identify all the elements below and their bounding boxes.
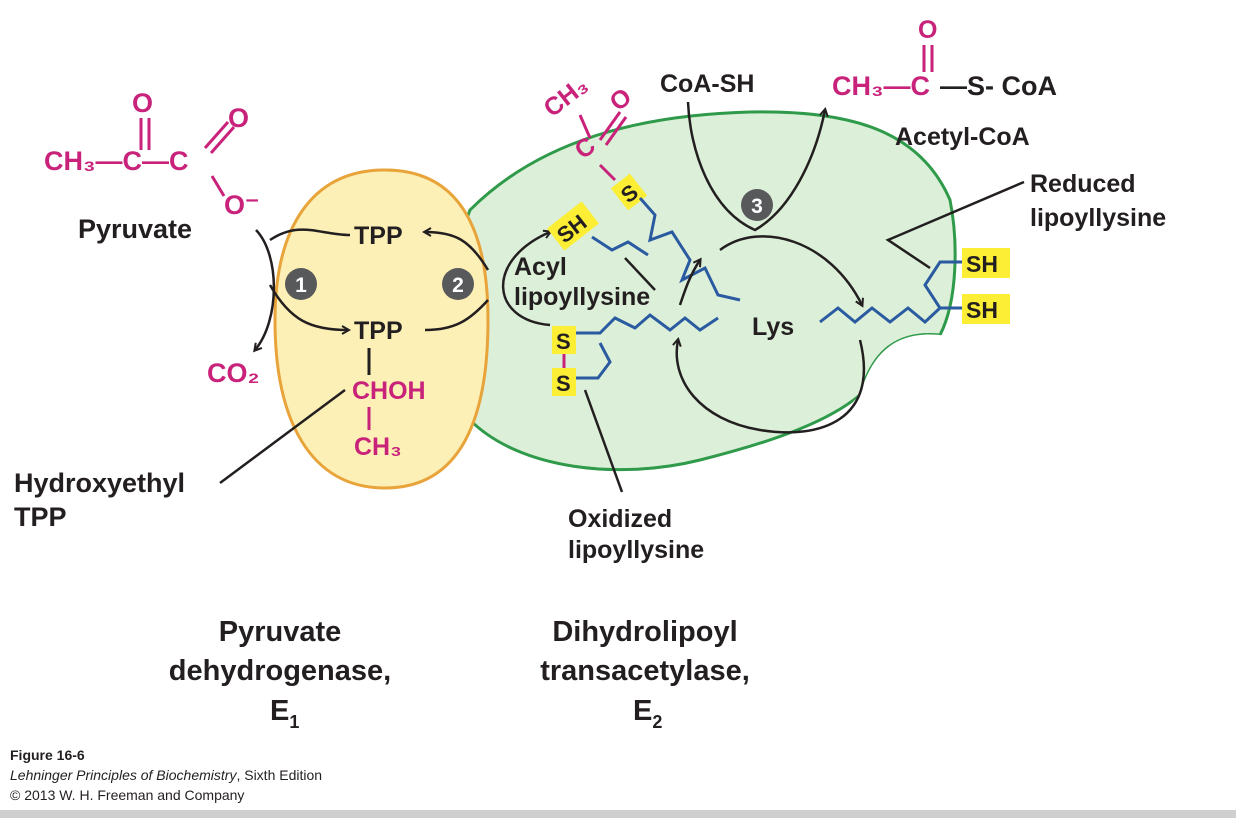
step-2-badge bbox=[442, 268, 474, 300]
step-3-number: 3 bbox=[751, 195, 763, 218]
acyl-o: O bbox=[604, 83, 637, 117]
reduced-sh1-box bbox=[962, 248, 1010, 278]
svg-text:CH₃: CH₃ bbox=[538, 71, 593, 122]
acyl-label-leader bbox=[624, 257, 656, 291]
coa-sh-arrow-down bbox=[686, 101, 825, 232]
acyl-ch3: CH₃ bbox=[538, 71, 593, 122]
reduced-sh2: SH bbox=[966, 297, 998, 323]
pyruvate-carboxyl-o: O bbox=[228, 103, 249, 133]
step1-curve-to-tpp bbox=[268, 284, 348, 330]
oxidized-s2-box bbox=[552, 368, 576, 396]
oxidized-s1: S bbox=[556, 329, 571, 354]
acyl-bond-c-s bbox=[598, 163, 617, 182]
enzyme2-line2: transacetylase, bbox=[540, 655, 750, 687]
acyl-lipoyl-branch bbox=[591, 235, 649, 257]
oxidized-label-2: lipoyllysine bbox=[568, 536, 704, 564]
pyruvate-single-bond bbox=[210, 175, 226, 197]
step-2-number: 2 bbox=[452, 274, 464, 297]
acetyl-formula-left: CH₃—C bbox=[832, 71, 930, 101]
oxidized-leader bbox=[583, 389, 624, 493]
reduced-label-1: Reduced bbox=[1030, 170, 1136, 198]
pyruvate-formula: CH₃—C—C bbox=[44, 146, 188, 176]
acyl-lipoyl-chain bbox=[638, 197, 741, 302]
oxidized-s2: S bbox=[556, 371, 571, 396]
caption-figure: Figure 16-6 bbox=[10, 747, 85, 763]
e2-cutout bbox=[808, 334, 1003, 560]
reduced-sh2-box bbox=[962, 294, 1010, 324]
acetyl-coa-label: Acetyl-CoA bbox=[895, 123, 1030, 151]
step-1-number: 1 bbox=[295, 274, 307, 297]
acyl-up-arrow bbox=[678, 260, 700, 306]
oxidized-s1-box bbox=[552, 326, 576, 354]
step3-curve-right bbox=[719, 235, 862, 305]
step2-arrow-from-tpp bbox=[424, 299, 489, 332]
enzyme1-line1: Pyruvate bbox=[219, 616, 342, 648]
pyruvate-o-minus: O⁻ bbox=[224, 190, 259, 220]
tpp-top-label: TPP bbox=[354, 222, 403, 250]
chohm-label: CHOH bbox=[352, 377, 426, 405]
step3-curve-return bbox=[677, 340, 866, 434]
hydroxyethyl-leader bbox=[219, 388, 346, 485]
step1-curve-out bbox=[269, 228, 351, 242]
svg-text:O: O bbox=[604, 83, 637, 117]
enzyme1-line3: E1 bbox=[270, 695, 299, 732]
pyruvate-label: Pyruvate bbox=[78, 214, 192, 244]
acyl-double-a bbox=[598, 111, 622, 141]
co2-label: CO₂ bbox=[207, 358, 260, 388]
ch3-bottom-label: CH₃ bbox=[354, 433, 402, 461]
enzyme2-line1: Dihydrolipoyl bbox=[552, 616, 737, 648]
caption-copyright: © 2013 W. H. Freeman and Company bbox=[10, 787, 244, 803]
hydroxyethyl-label-1: Hydroxyethyl bbox=[14, 468, 185, 498]
lys-label: Lys bbox=[752, 313, 794, 341]
caption-book: Lehninger Principles of Biochemistry, Si… bbox=[10, 767, 322, 783]
acyl-label-1: Acyl bbox=[514, 253, 567, 281]
e1-enzyme-shape bbox=[273, 168, 490, 490]
acyl-double-b bbox=[604, 116, 628, 146]
reduced-lipoyl-chain bbox=[819, 260, 962, 324]
coa-sh-label: CoA-SH bbox=[660, 70, 754, 98]
reduced-label-2: lipoyllysine bbox=[1030, 204, 1166, 232]
pyruvate-double-bond-2a bbox=[203, 121, 230, 149]
step-1-badge bbox=[285, 268, 317, 300]
acetyl-o: O bbox=[918, 16, 937, 44]
acyl-bond-ch3-c bbox=[578, 114, 592, 139]
acetyl-formula-right: —S- CoA bbox=[940, 71, 1057, 101]
step2-arrow-to-tpp bbox=[425, 232, 490, 271]
enzyme2-line3: E2 bbox=[633, 695, 662, 732]
step2-arrow-acyl bbox=[501, 232, 550, 327]
pyruvate-double-bond-2b bbox=[209, 126, 236, 154]
pyruvate-carbonyl-o: O bbox=[132, 88, 153, 118]
enzyme1-line2: dehydrogenase, bbox=[169, 655, 391, 687]
reduced-leader bbox=[885, 180, 1025, 270]
oxidized-lipoyl-chain bbox=[576, 313, 719, 335]
step-3-badge bbox=[741, 189, 773, 221]
step1-curve-in bbox=[255, 229, 276, 350]
reduced-sh1: SH bbox=[966, 251, 998, 277]
acyl-label-2: lipoyllysine bbox=[514, 283, 650, 311]
tpp-mid-label: TPP bbox=[354, 317, 403, 345]
hydroxyethyl-label-2: TPP bbox=[14, 502, 67, 532]
oxidized-label-1: Oxidized bbox=[568, 505, 672, 533]
oxidized-lipoyl-branch bbox=[576, 342, 612, 380]
